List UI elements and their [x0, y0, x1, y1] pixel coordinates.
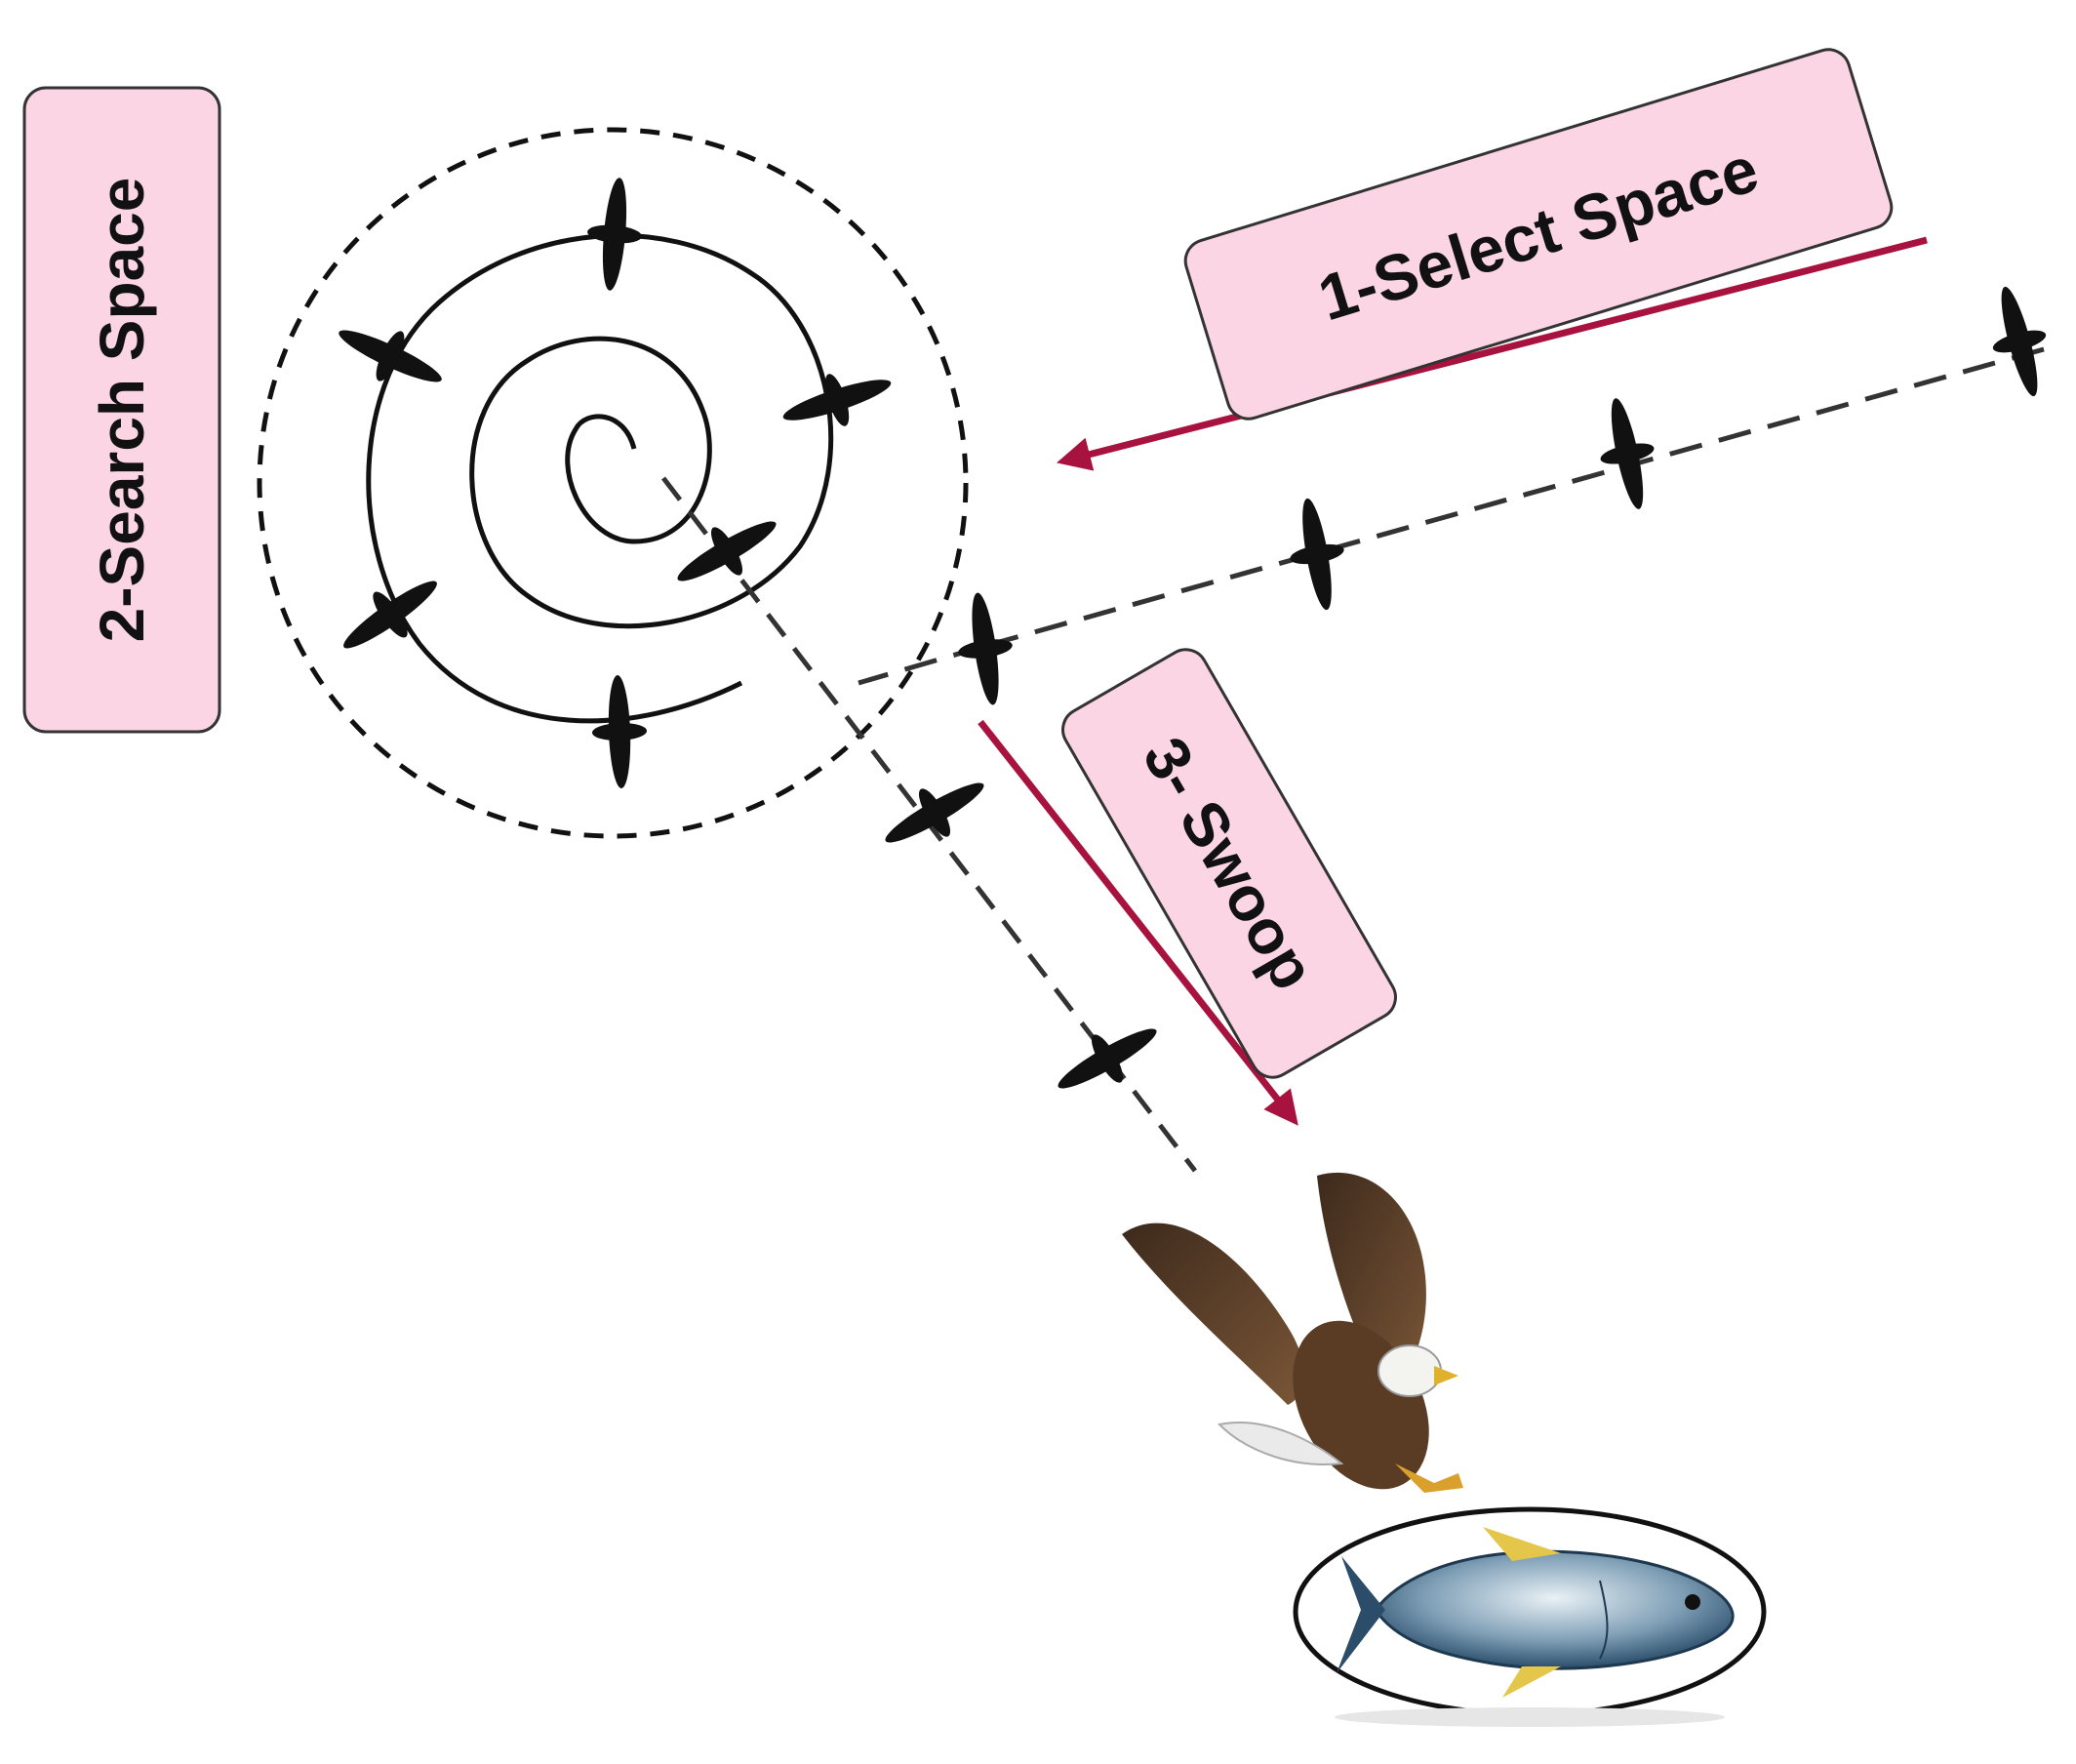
search-boundary-circle [257, 127, 969, 839]
bird-silhouette-icon [589, 674, 650, 789]
bird-silhouette-icon [1280, 494, 1354, 615]
fish-icon [1293, 1506, 1767, 1727]
bird-silhouette-icon [663, 499, 790, 604]
swoop-arrow [978, 719, 1298, 1126]
bird-silhouette-icon [950, 588, 1020, 709]
search-space-text: 2-Search Space [87, 178, 157, 643]
bird-silhouette-icon [327, 307, 454, 405]
select-arrow [1057, 236, 1928, 471]
swoop-label: 3- Swoop [1061, 648, 1397, 1079]
bird-silhouette-icon [582, 175, 647, 294]
bird-silhouette-icon [775, 356, 899, 444]
select-path [984, 346, 2045, 649]
bird-silhouette-icon [871, 760, 998, 865]
search-spiral [366, 233, 834, 724]
bird-silhouette-icon [1977, 279, 2061, 404]
search-space-label: 2-Search Space [22, 86, 221, 734]
select-space-label: 1-Select Space [1183, 48, 1894, 421]
bird-silhouette-icon [1588, 392, 1666, 515]
bird-silhouette-icon [328, 559, 453, 670]
bird-silhouette-icon [1044, 1006, 1171, 1111]
eagle-icon [1122, 1172, 1463, 1493]
